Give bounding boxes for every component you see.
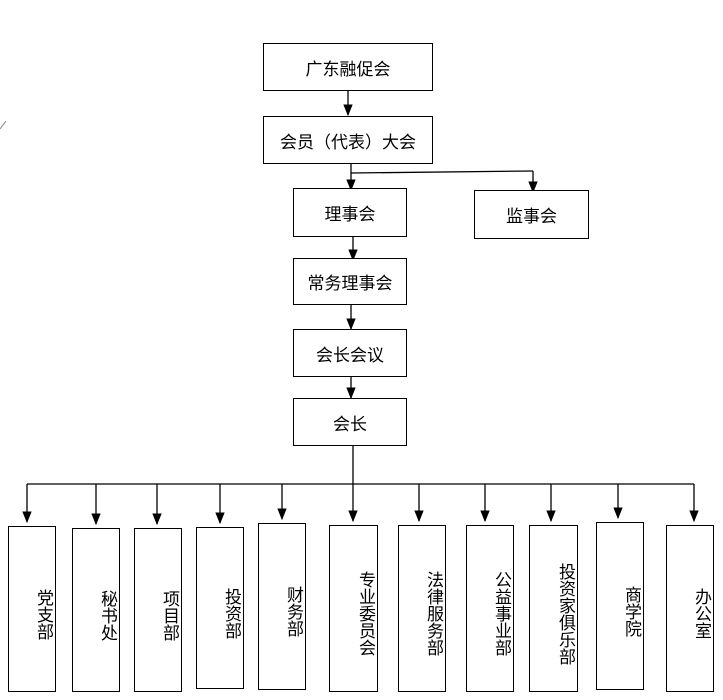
node-standing: 常务理事会 bbox=[293, 258, 407, 305]
dept-2: 项目部 bbox=[134, 528, 182, 692]
dept-1: 秘书处 bbox=[72, 528, 120, 692]
node-council: 理事会 bbox=[293, 188, 407, 237]
node-presidents-meeting: 会长会议 bbox=[293, 329, 407, 377]
dept-0: 党支部 bbox=[8, 526, 56, 692]
node-supervisory: 监事会 bbox=[474, 190, 589, 239]
stray-mark bbox=[0, 114, 7, 130]
dept-5: 专业委员会 bbox=[329, 525, 378, 692]
dept-9: 商学院 bbox=[596, 522, 644, 690]
dept-4: 财务部 bbox=[258, 523, 306, 690]
node-president: 会长 bbox=[293, 398, 407, 446]
dept-3: 投资部 bbox=[196, 527, 244, 689]
dept-7: 公益事业部 bbox=[466, 525, 514, 692]
node-top: 广东融促会 bbox=[263, 43, 433, 91]
dept-6: 法律服务部 bbox=[398, 525, 446, 692]
dept-10: 办公室 bbox=[666, 525, 714, 692]
dept-8: 投资家俱乐部 bbox=[529, 525, 578, 692]
node-assembly: 会员（代表）大会 bbox=[263, 116, 433, 164]
line-assembly-to-supervisory-h bbox=[350, 170, 534, 174]
